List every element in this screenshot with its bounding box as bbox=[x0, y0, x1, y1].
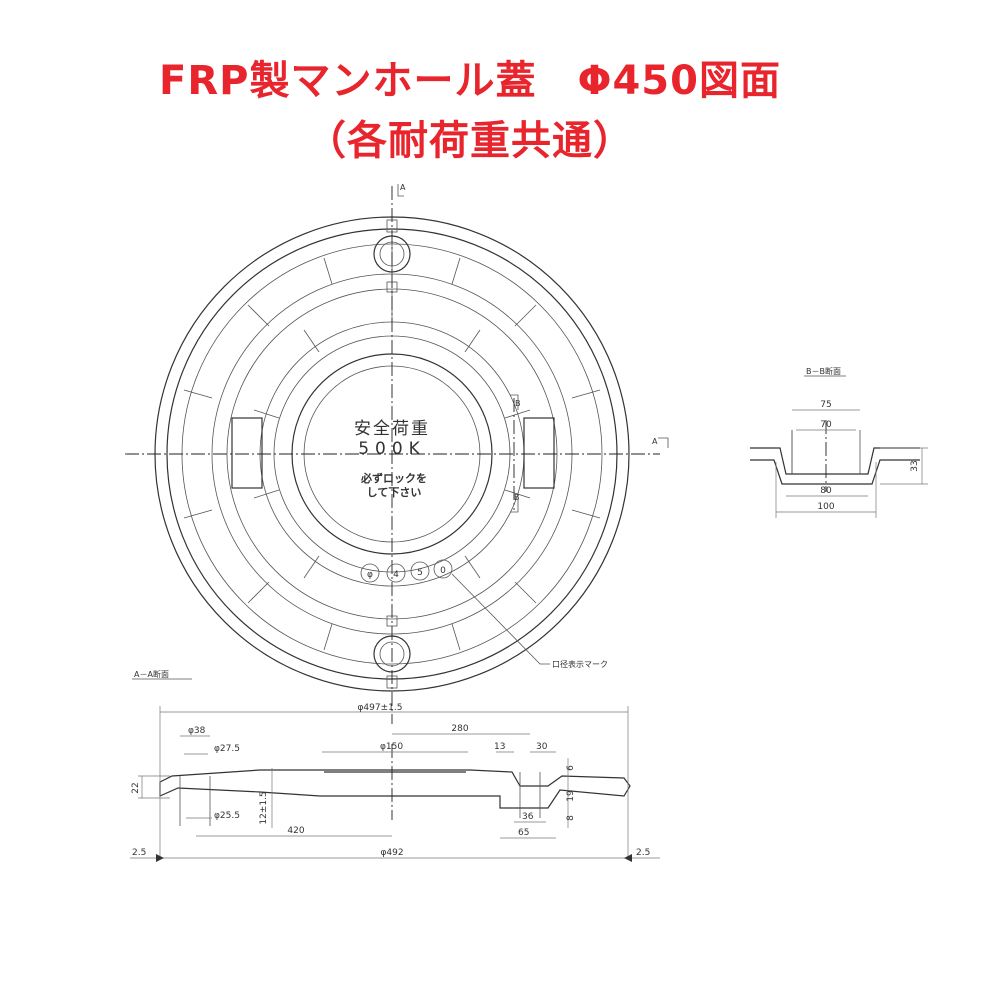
section-mark-a-top: A bbox=[400, 183, 406, 192]
dim-8: 8 bbox=[566, 815, 576, 821]
dim-33: 33 bbox=[910, 460, 920, 471]
dim-6: 6 bbox=[566, 765, 576, 771]
dim-100: 100 bbox=[817, 502, 834, 512]
lock-warning-1: 必ずロックを bbox=[360, 471, 427, 485]
dim-overall: φ497±1.5 bbox=[358, 703, 403, 713]
dim-80: 80 bbox=[820, 486, 832, 496]
section-b-profile-top bbox=[750, 447, 920, 475]
size-mark-circle-4 bbox=[433, 559, 453, 579]
dim-right-2-5: 2.5 bbox=[636, 848, 650, 858]
section-arrow-b-bottom bbox=[510, 498, 519, 513]
section-b-profile-bottom bbox=[750, 459, 920, 485]
left-handle-pocket bbox=[231, 417, 263, 489]
size-mark-circle-1 bbox=[360, 563, 380, 583]
load-rating-value: 500K bbox=[358, 439, 426, 459]
section-b-label: B－B断面 bbox=[806, 366, 841, 376]
size-mark-circle-3 bbox=[410, 561, 430, 581]
section-a-view: A－A断面 φ497±1.5 φ38 φ27.5 φ150 280 13 30 … bbox=[130, 669, 660, 862]
dim-19: 19 bbox=[566, 790, 576, 802]
section-arrow-a-top bbox=[397, 184, 404, 197]
rib-segments bbox=[183, 244, 601, 651]
section-b-view: B－B断面 75 70 80 100 33 bbox=[750, 366, 928, 518]
section-mark-b-bottom: B bbox=[514, 493, 520, 502]
lock-warning-2: して下さい bbox=[367, 486, 422, 499]
dim-38: φ38 bbox=[188, 726, 206, 736]
dim-280: 280 bbox=[451, 724, 468, 734]
dim-27: φ27.5 bbox=[214, 744, 240, 754]
dim-36: 36 bbox=[522, 812, 534, 822]
arrow-left bbox=[156, 854, 164, 862]
section-a-profile bbox=[159, 769, 631, 809]
dim-22: 22 bbox=[131, 782, 141, 793]
section-a-label: A－A断面 bbox=[134, 669, 169, 679]
dim-420: 420 bbox=[287, 826, 304, 836]
dim-25: φ25.5 bbox=[214, 811, 240, 821]
page-title-line2: （各耐荷重共通） bbox=[306, 118, 634, 164]
page-title-line1: FRP製マンホール蓋 Φ450図面 bbox=[159, 58, 781, 104]
callout-leader bbox=[451, 573, 550, 665]
size-mark-2: 4 bbox=[393, 570, 399, 580]
dim-70: 70 bbox=[820, 420, 832, 430]
right-handle-pocket bbox=[523, 417, 555, 489]
section-arrow-a-right bbox=[658, 437, 669, 448]
dim-12: 12±1.5 bbox=[259, 791, 269, 824]
size-mark-4: 0 bbox=[440, 566, 446, 576]
dim-492: φ492 bbox=[380, 848, 403, 858]
plan-view: A A B B 安全荷重 500K 必ずロックを して下さい φ 4 5 0 口… bbox=[125, 183, 669, 724]
dim-75: 75 bbox=[820, 400, 831, 410]
dim-left-2-5: 2.5 bbox=[132, 848, 146, 858]
dim-65: 65 bbox=[518, 828, 529, 838]
load-rating-label: 安全荷重 bbox=[354, 419, 430, 439]
dim-30: 30 bbox=[536, 742, 548, 752]
dim-13: 13 bbox=[494, 742, 505, 752]
size-marks: φ 4 5 0 bbox=[360, 559, 453, 583]
arrow-right bbox=[624, 854, 632, 862]
size-mark-callout: 口径表示マーク bbox=[552, 659, 608, 669]
dim-150: φ150 bbox=[380, 742, 403, 752]
size-mark-3: 5 bbox=[417, 568, 423, 578]
section-arrow-b-top bbox=[510, 394, 519, 410]
section-mark-a-right: A bbox=[652, 437, 658, 446]
size-mark-1: φ bbox=[367, 570, 373, 580]
size-mark-circle-2 bbox=[386, 563, 406, 583]
